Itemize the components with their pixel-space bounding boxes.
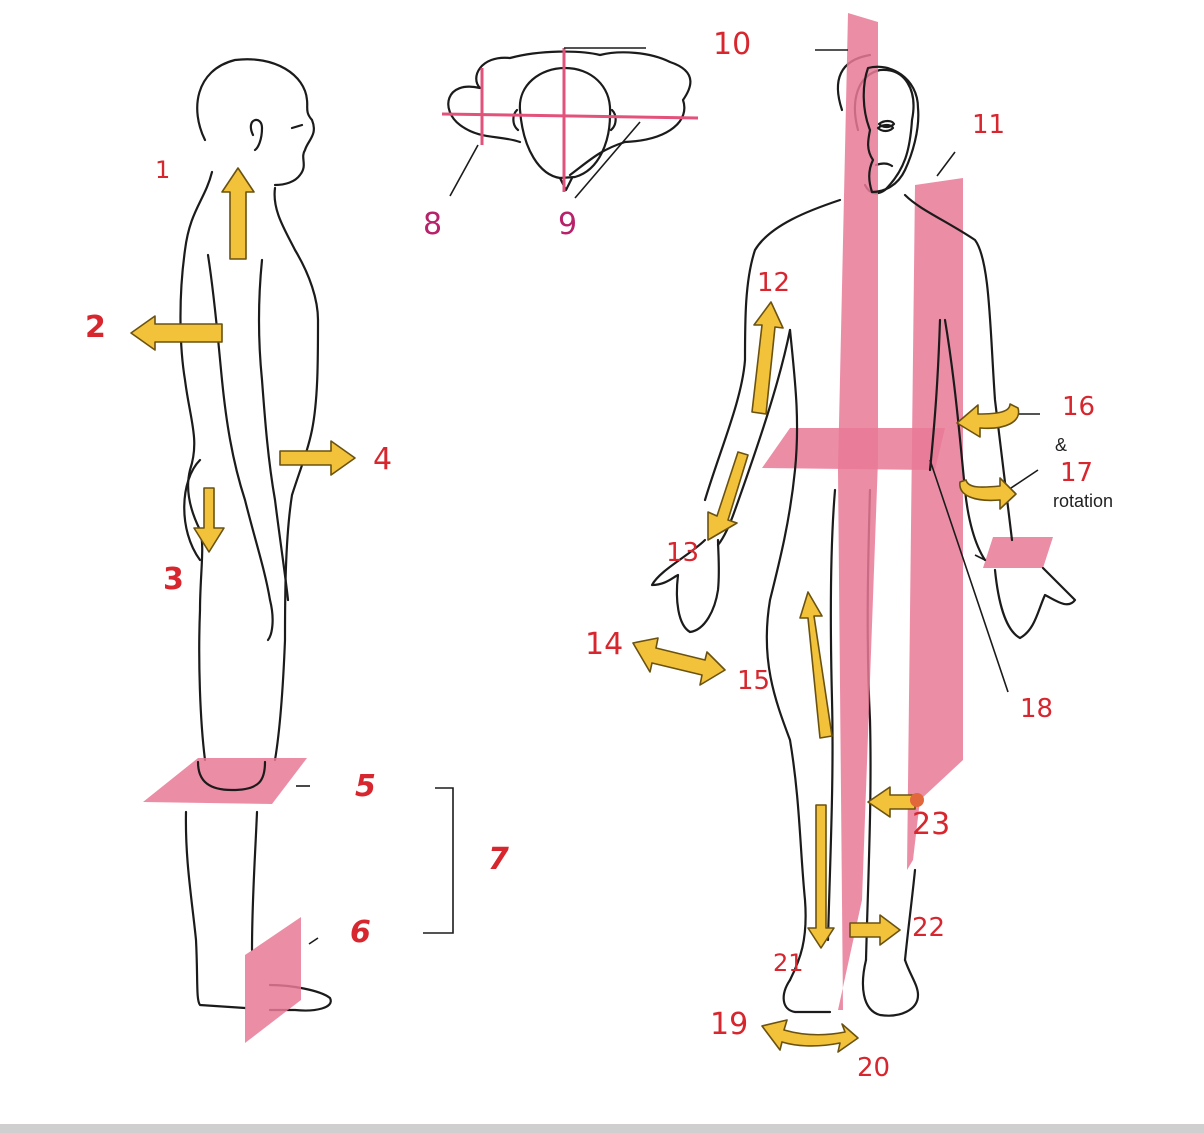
lateral-back-outline <box>179 170 214 762</box>
leader-line-11 <box>936 151 956 177</box>
anterior-hand-right <box>993 566 1077 640</box>
leader-line-8 <box>449 144 479 197</box>
label-21: 21 <box>773 949 804 977</box>
superior-arrow-icon <box>221 167 255 260</box>
label-10: 10 <box>713 27 752 62</box>
knee-dot-23 <box>910 793 924 807</box>
downward-arrow-icon-21 <box>807 804 835 949</box>
superior-view-head <box>441 47 699 199</box>
anterior-view-figure <box>632 13 1077 1053</box>
lateral-arm-inner <box>257 258 290 602</box>
leader-line-18-b <box>974 554 986 561</box>
shoulders-outline <box>447 50 692 177</box>
label-8: 8 <box>423 207 443 242</box>
lateral-arm-outline <box>206 253 274 642</box>
outward-arrow-icon-22 <box>849 914 901 946</box>
label-4: 4 <box>373 442 393 477</box>
label-18: 18 <box>1020 694 1054 724</box>
label-7: 7 <box>488 842 509 877</box>
frontal-line-head <box>441 112 699 120</box>
label-20: 20 <box>857 1053 891 1083</box>
medial-lateral-double-arrow-icon <box>632 637 726 686</box>
anterior-arm-left-inner <box>716 328 792 547</box>
footer-bar <box>0 1124 1204 1133</box>
transverse-plane-knee <box>143 758 307 804</box>
leader-line-6 <box>308 937 319 945</box>
label-3: 3 <box>163 562 184 597</box>
anterior-outer-leg-right <box>903 868 917 962</box>
lateral-front-outline <box>273 186 320 762</box>
label-5: 5 <box>355 769 376 804</box>
long-upward-arrow-icon <box>799 591 833 739</box>
lateral-rotation-arrow-icon <box>959 477 1017 510</box>
anterior-eye-2 <box>876 123 895 133</box>
lateral-buttock <box>183 458 202 562</box>
anterior-arrow-icon <box>279 440 356 476</box>
anterior-foot-left <box>782 978 832 1014</box>
right-ear <box>609 108 617 132</box>
transverse-plane-wrist <box>983 537 1053 568</box>
label-9: 9 <box>558 207 578 242</box>
inward-arrow-icon-23 <box>867 786 916 818</box>
distal-arrow-icon <box>707 451 749 541</box>
anterior-shoulder-right <box>903 193 1014 542</box>
label-14: 14 <box>585 627 624 662</box>
anterior-inner-leg-left <box>826 488 837 942</box>
label-1: 1 <box>155 156 171 184</box>
leader-line-17 <box>1007 469 1039 491</box>
inferior-arrow-icon <box>193 487 225 553</box>
anterior-torso-right <box>928 318 942 472</box>
bracket-7 <box>423 787 454 934</box>
lateral-head-outline <box>196 58 315 187</box>
proximal-arrow-icon <box>751 301 784 415</box>
anterior-shoulder-left <box>703 198 842 502</box>
leader-line-18-a <box>929 459 1009 693</box>
lateral-knee-curve <box>196 760 267 792</box>
foot-double-arrow-icon <box>761 1019 859 1053</box>
lateral-view-figure <box>130 58 454 1043</box>
left-ear <box>512 108 520 132</box>
label-23: 23 <box>912 807 951 842</box>
leader-line-9 <box>574 121 641 199</box>
lateral-ear-outline <box>249 118 264 152</box>
nose-tip <box>558 176 574 192</box>
lateral-lower-leg-back <box>184 810 247 1010</box>
label-11: 11 <box>972 110 1006 140</box>
rotation-text: rotation <box>1053 491 1114 511</box>
head-top-outline <box>518 66 612 180</box>
sagittal-plane-ankle <box>245 917 301 1043</box>
frontal-plane <box>907 178 963 870</box>
posterior-arrow-icon <box>130 315 223 351</box>
anterior-mouth <box>874 162 894 168</box>
face-half-mask <box>862 65 920 194</box>
label-2: 2 <box>85 310 106 345</box>
label-12: 12 <box>757 268 791 298</box>
label-13: 13 <box>666 538 700 568</box>
anterior-foot-right <box>861 958 920 1017</box>
label-16: 16 <box>1062 392 1096 422</box>
lateral-eye <box>290 123 304 130</box>
label-17: 17 <box>1060 458 1094 488</box>
label-22: 22 <box>912 913 946 943</box>
ampersand-text: & <box>1055 435 1068 455</box>
anterior-arm-right-inner <box>943 318 987 562</box>
anterior-hand-left <box>650 538 720 634</box>
label-19: 19 <box>710 1007 749 1042</box>
midsagittal-plane <box>838 13 878 1010</box>
anterior-torso-left <box>765 328 807 982</box>
medial-rotation-arrow-icon <box>956 403 1020 438</box>
lateral-lower-leg-front <box>250 810 259 952</box>
label-6: 6 <box>350 915 371 950</box>
label-15: 15 <box>737 666 771 696</box>
